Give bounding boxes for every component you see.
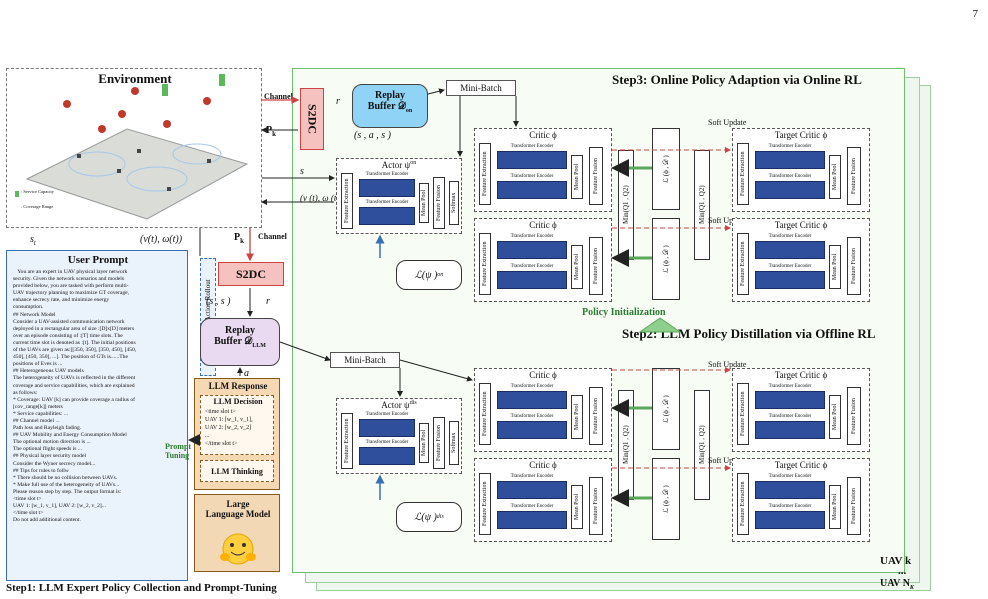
reward-rt-label: r	[266, 296, 270, 307]
policy-initialization-label: Policy Initialization	[582, 307, 666, 318]
transformer-encoder-block	[497, 421, 567, 439]
large-language-model-panel: Large Language Model	[194, 494, 280, 572]
channel-label-offline: Channel	[258, 232, 287, 241]
llm-response-title: LLM Response	[208, 381, 268, 391]
user-prompt-text: You are an expert in UAV physical layer …	[13, 269, 137, 524]
transformer-encoder-block	[359, 419, 415, 437]
ellipsis-label: ...	[898, 565, 907, 577]
prompt-tuning-label: Prompt Tuning	[165, 442, 192, 460]
legend-coverage-range: : Coverage Range	[21, 204, 54, 209]
transformer-encoder-block	[359, 207, 415, 225]
power-pk-label-offline: Pk	[234, 232, 245, 245]
uav-nk-label: UAV NK	[880, 578, 914, 591]
legend-service-capacity: : Service Capacity	[21, 189, 54, 194]
critic2-offline-net: Critic ϕ Feature Extraction Transformer …	[474, 458, 612, 542]
environment-title: Environment	[98, 71, 172, 86]
llm-model-title: Large Language Model	[205, 499, 271, 519]
s2dc-offline-box: S2DC	[218, 262, 284, 286]
environment-panel: Environment : Service Capacity : Coverag…	[6, 68, 262, 228]
uav-k-label: UAV k	[880, 555, 912, 567]
transformer-encoder-block	[755, 271, 825, 289]
channel-label-online: Channel	[264, 92, 293, 101]
mini-batch-online: Mini-Batch	[446, 80, 516, 96]
user-prompt-panel: User Prompt You are an expert in UAV phy…	[6, 250, 188, 581]
transformer-encoder-block	[359, 179, 415, 197]
critic1-offline-net: Critic ϕ Feature Extraction Transformer …	[474, 368, 612, 452]
soft-update-online-2: Soft Update	[708, 216, 747, 225]
soft-update-offline-1: Soft Update	[708, 360, 747, 369]
llm-decision-title: LLM Decision	[213, 397, 263, 406]
target-critic2-online-net: Target Critic ϕ Feature Extraction Trans…	[732, 218, 870, 302]
llm-decision-box: LLM Decision <time slot t> UAV 1: [w_1, …	[200, 395, 274, 455]
actor-loss-offline: ℒ(ψ )dis	[396, 502, 462, 532]
state-sk-label: s	[300, 166, 304, 177]
soft-update-online-1: Soft Update	[708, 118, 747, 127]
state-st-label: st	[30, 234, 36, 247]
critic1-online-net: Critic ϕ Feature Extraction Transformer …	[474, 128, 612, 212]
transformer-encoder-block	[755, 511, 825, 529]
step2-title: Step2: LLM Policy Distillation via Offli…	[622, 326, 876, 341]
llm-decision-text: <time slot t> UAV 1: [w_1, v_1], UAV 2: …	[205, 409, 253, 447]
target-critic1-online-net: Target Critic ϕ Feature Extraction Trans…	[732, 128, 870, 212]
replay-buffer-online: Replay Buffer 𝒟on	[352, 84, 428, 128]
s2dc-online-box: S2DC	[300, 88, 324, 150]
target-critic2-offline-net: Target Critic ϕ Feature Extraction Trans…	[732, 458, 870, 542]
replay-buffer-llm: Replay Buffer 𝒟LLM	[200, 318, 280, 366]
transformer-encoder-block	[755, 391, 825, 409]
target-critic1-offline-net: Target Critic ϕ Feature Extraction Trans…	[732, 368, 870, 452]
transformer-encoder-block	[755, 241, 825, 259]
actor-online-net: Actor ψon Feature Extraction Transformer…	[336, 158, 462, 234]
step1-title: Step1: LLM Expert Policy Collection and …	[6, 582, 277, 594]
transformer-encoder-block	[497, 241, 567, 259]
hugging-face-icon	[220, 533, 256, 565]
environment-scene-icon	[15, 74, 249, 220]
actor-offline-net: Actor ψdis Feature Extraction Transforme…	[336, 398, 462, 474]
llm-response-panel: LLM Response LLM Decision <time slot t> …	[194, 378, 280, 490]
action-vk-omega-label: (v (t), ω (t))	[300, 193, 343, 203]
transformer-encoder-block	[497, 151, 567, 169]
transformer-encoder-block	[497, 511, 567, 529]
page-number: 7	[972, 8, 979, 20]
transformer-encoder-block	[755, 421, 825, 439]
tuple-online-label: (s , a , s )	[354, 130, 391, 141]
transformer-encoder-block	[497, 391, 567, 409]
transformer-encoder-block	[755, 481, 825, 499]
transformer-encoder-block	[497, 481, 567, 499]
transformer-encoder-block	[497, 271, 567, 289]
action-at-label: a	[244, 368, 249, 379]
transformer-encoder-block	[755, 181, 825, 199]
transformer-encoder-block	[497, 181, 567, 199]
soft-update-offline-2: Soft Update	[708, 456, 747, 465]
actor-loss-online: ℒ(ψ )on	[396, 260, 462, 290]
transformer-encoder-block	[755, 151, 825, 169]
user-prompt-title: User Prompt	[67, 254, 129, 266]
reward-rk-label: r	[336, 96, 340, 107]
tuple-offline-label: (s , s )	[206, 296, 231, 307]
transformer-encoder-block	[359, 447, 415, 465]
action-v-omega-label: (v(t), ω(t))	[140, 234, 183, 245]
llm-thinking-box: LLM Thinking	[200, 460, 274, 482]
step3-title: Step3: Online Policy Adaption via Online…	[612, 72, 862, 87]
